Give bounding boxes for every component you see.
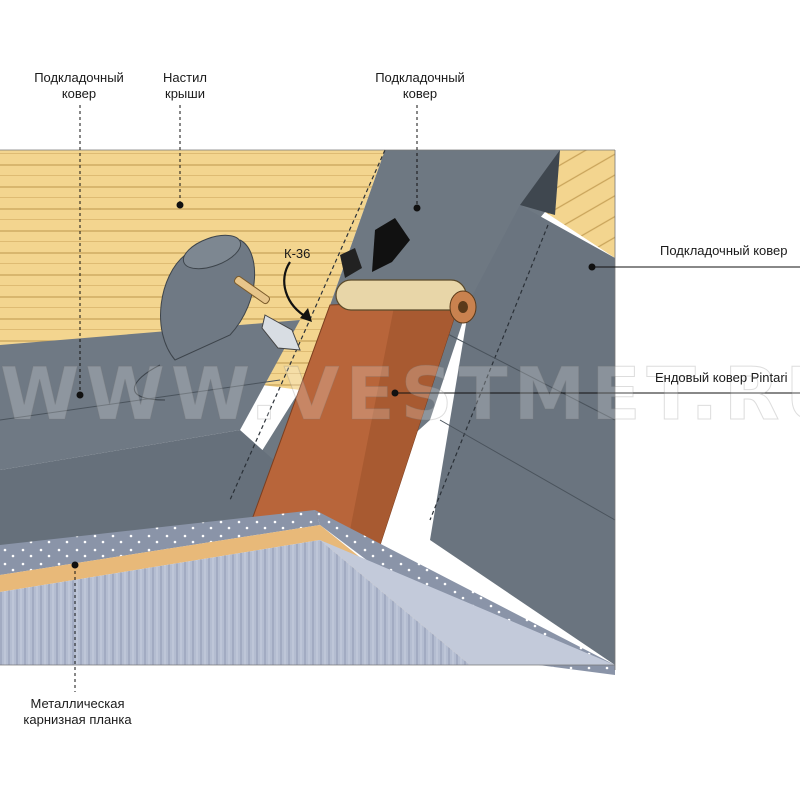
seam-line [229, 149, 386, 501]
soffit-right [320, 540, 615, 665]
label-valley-carpet: Ендовый ковер Pintari [655, 370, 788, 385]
seam-line [439, 419, 616, 521]
soffit [0, 540, 470, 665]
drip-edge-left [0, 510, 320, 575]
label-tool-mark: К-36 [284, 246, 311, 261]
roll-icon [133, 234, 256, 401]
seam-line [429, 224, 549, 521]
label-deck: Настил крыши [163, 70, 207, 101]
spatula-icon [234, 275, 301, 351]
label-underlay-left: Подкладочный ковер [34, 70, 124, 101]
seam-line [439, 329, 616, 421]
label-underlay-top: Подкладочный ковер [375, 70, 465, 101]
arrow-icon [283, 261, 309, 319]
underlay-right-shadow [520, 150, 560, 215]
cut-shadow-2 [340, 248, 362, 278]
label-underlay-right: Подкладочный ковер [660, 243, 788, 258]
leader-lines [71, 105, 800, 692]
paint-roller [335, 279, 477, 324]
cut-shadow [372, 218, 410, 272]
label-drip-edge: Металлическая карнизная планка [23, 696, 132, 727]
arrow-head-icon [300, 308, 312, 322]
seam-line [0, 379, 281, 421]
valley-carpet-shade [350, 300, 460, 545]
underlay-right [430, 205, 615, 665]
roof-deck-right [545, 150, 615, 258]
fascia [0, 525, 320, 592]
